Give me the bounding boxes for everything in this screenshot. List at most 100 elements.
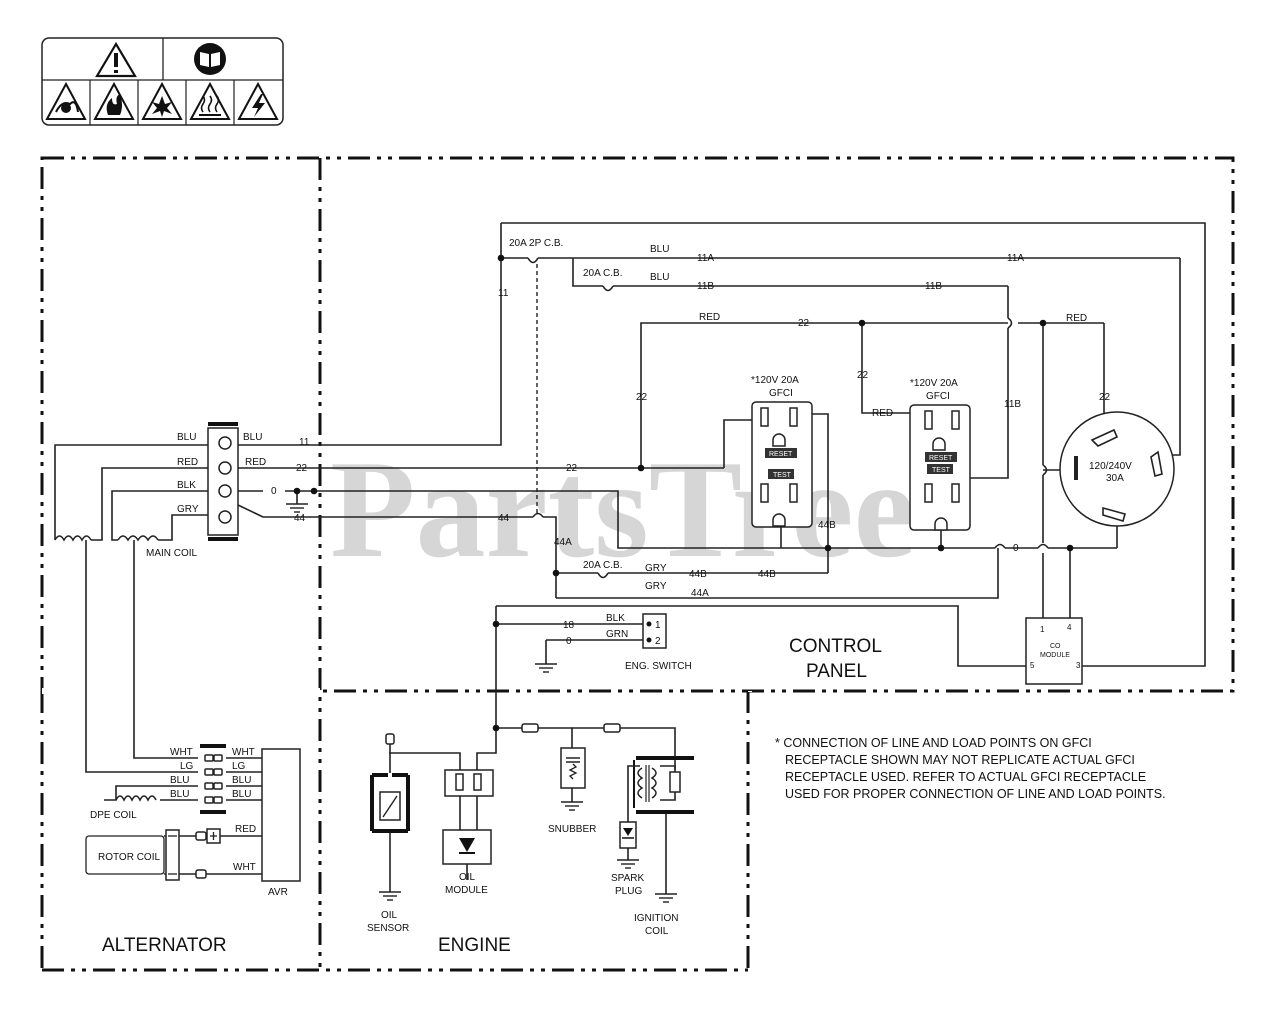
gfci2-rating-label: *120V 20A (910, 378, 958, 389)
wire-blk-eng-label: BLK (606, 613, 625, 624)
wire-blu-11b-label: BLU (650, 272, 669, 283)
wire-0-eng-label: 0 (566, 636, 572, 647)
manual-book-icon (194, 43, 226, 75)
wire-44b-label-a: 44B (818, 520, 836, 531)
avr-wire-lg-right: LG (232, 761, 246, 772)
control-panel-label-line2: PANEL (806, 661, 867, 682)
gfci1-rating-label: *120V 20A (751, 375, 799, 386)
wire-red-22-label: RED (699, 312, 720, 323)
avr-connector (198, 744, 226, 814)
wire-label-blk-in: BLK (177, 480, 196, 491)
main-coil-windings (54, 444, 208, 773)
eng-switch-pin1: 1 (655, 620, 661, 631)
avr-wire-blu-left-b: BLU (170, 789, 189, 800)
wire-grn-eng-label: GRN (606, 629, 628, 640)
breaker-wiring (496, 222, 1206, 667)
wire-label-gry-in: GRY (177, 504, 199, 515)
rotor-coil-label: ROTOR COIL (98, 852, 160, 863)
avr-wire-wht-right: WHT (232, 747, 255, 758)
gfci-note-line4: USED FOR PROPER CONNECTION OF LINE AND L… (785, 787, 1166, 801)
dpe-coil-label: DPE COIL (90, 810, 137, 821)
gfci-note-line1: * CONNECTION OF LINE AND LOAD POINTS ON … (775, 736, 1092, 750)
wire-22-label-f: 22 (1099, 392, 1111, 403)
gfci2-test-button-label: TEST (932, 467, 951, 474)
control-panel-label-line1: CONTROL (789, 636, 882, 657)
gfci-note-line2: RECEPTACLE SHOWN MAY NOT REPLICATE ACTUA… (785, 753, 1135, 767)
oil-sensor-label-line2: SENSOR (367, 923, 409, 934)
wire-18-label: 18 (563, 620, 575, 631)
wire-11b-label-b: 11B (925, 281, 942, 292)
rotor-wire-red-label: RED (235, 824, 256, 835)
gfci-note-line3: RECEPTACLE USED. REFER TO ACTUAL GFCI RE… (785, 770, 1146, 784)
snubber (560, 747, 586, 811)
wire-44-label-a: 44 (294, 513, 306, 524)
warning-triangle-icon (95, 41, 137, 78)
avr-wire-lg-left: LG (180, 761, 194, 772)
co-module (1025, 617, 1083, 685)
wire-11-label-b: 11 (498, 288, 509, 299)
wire-red-twistlock-label: RED (1066, 313, 1087, 324)
engine-wiring (389, 727, 676, 894)
gfci1-reset-button-label: RESET (769, 451, 793, 458)
alternator-section-label: ALTERNATOR (102, 935, 227, 956)
wire-label-red-in: RED (177, 457, 198, 468)
wire-label-blu-in: BLU (177, 432, 196, 443)
co-module-pin3: 3 (1076, 661, 1081, 670)
watermark: PartsTree (330, 432, 916, 587)
fire-hazard-icon (93, 81, 135, 120)
wire-44a-label-a: 44A (554, 537, 572, 548)
main-coil-label: MAIN COIL (146, 548, 198, 559)
wire-label-blu-out: BLU (243, 432, 262, 443)
avr-wiring (104, 746, 262, 875)
explosion-icon (141, 81, 183, 120)
co-module-pin1: 1 (1040, 625, 1045, 634)
ignition-coil-label-line2: COIL (645, 926, 669, 937)
twist-lock-amp-label: 30A (1106, 473, 1124, 484)
section-borders (40, 156, 1235, 972)
spark-plug-label-line2: PLUG (615, 886, 642, 897)
oil-module-label-line1: OIL (459, 872, 476, 883)
co-module-pin4: 4 (1067, 623, 1072, 632)
wire-red-gfci2-label: RED (872, 408, 893, 419)
wire-22-label-d: 22 (636, 392, 648, 403)
wire-0-label-b: 0 (1013, 543, 1019, 554)
avr-wire-blu-right-a: BLU (232, 775, 251, 786)
co-module-label-line2: MODULE (1040, 652, 1070, 659)
main-wires (237, 258, 1118, 598)
gfci1-type-label: GFCI (769, 388, 793, 399)
avr-module (261, 748, 301, 882)
avr-wire-wht-left: WHT (170, 747, 193, 758)
wire-22-label-c: 22 (798, 318, 810, 329)
wire-0-label-a: 0 (271, 486, 277, 497)
avr-label: AVR (268, 887, 288, 898)
toxic-fumes-icon (45, 81, 87, 120)
gfci1-test-button-label: TEST (773, 472, 792, 479)
spark-plug (617, 821, 639, 869)
oil-module (442, 769, 494, 865)
gfci-receptacle-2: RESET TEST (909, 404, 971, 531)
avr-wire-blu-right-b: BLU (232, 789, 251, 800)
snubber-label: SNUBBER (548, 824, 596, 835)
hot-surface-icon (189, 81, 231, 120)
twist-lock-receptacle (1059, 411, 1175, 527)
wire-11b-label-a: 11B (697, 281, 714, 292)
rotor-wire-wht-label: WHT (233, 862, 256, 873)
warning-icon-panel (41, 37, 284, 126)
eng-switch-pin2: 2 (655, 636, 661, 647)
co-module-pin5: 5 (1030, 661, 1035, 670)
breaker-a-label: 20A C.B. (583, 268, 622, 279)
breaker-2p-label: 20A 2P C.B. (509, 238, 563, 249)
twist-lock-voltage-label: 120/240V (1089, 461, 1132, 472)
avr-wire-blu-left-a: BLU (170, 775, 189, 786)
wire-11a-label-a: 11A (697, 253, 714, 264)
electric-shock-icon (237, 81, 279, 120)
wire-44b-label-c: 44B (758, 569, 776, 580)
spark-plug-label-line1: SPARK (611, 873, 644, 884)
wire-gry-44b-label: GRY (645, 563, 667, 574)
wire-gry-44a-label: GRY (645, 581, 667, 592)
oil-sensor-label-line1: OIL (381, 910, 398, 921)
co-module-label-line1: CO (1050, 643, 1061, 650)
wire-label-red-out: RED (245, 457, 266, 468)
eng-switch-label: ENG. SWITCH (625, 661, 692, 672)
